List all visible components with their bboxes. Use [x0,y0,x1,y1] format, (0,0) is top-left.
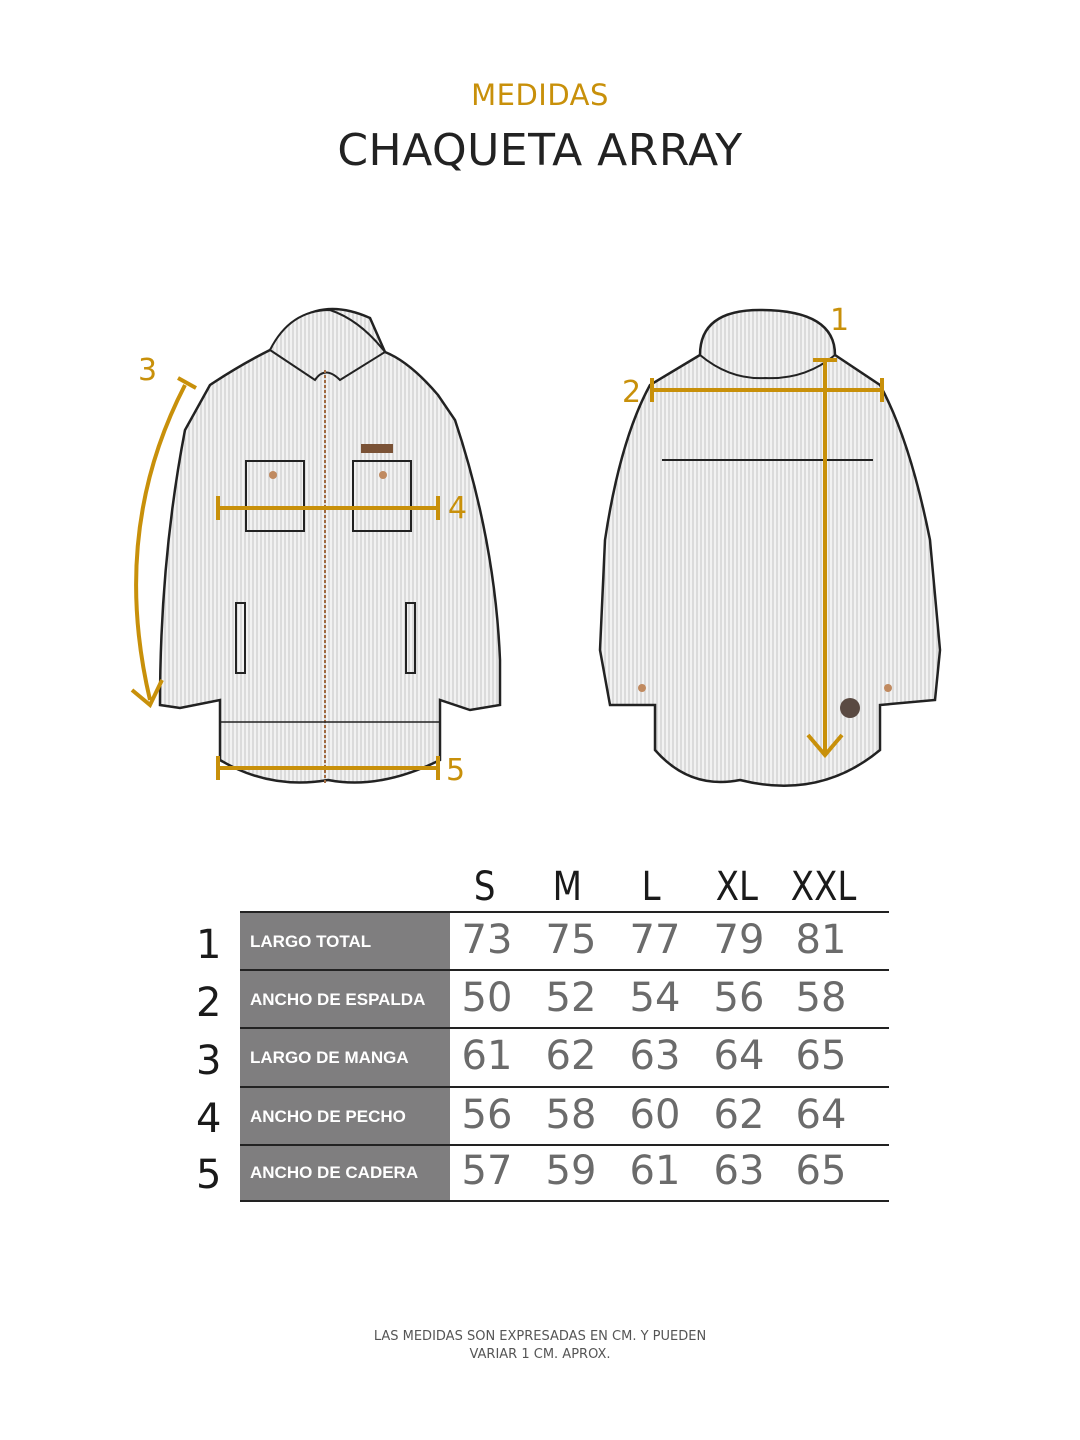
size-header: XL [715,864,758,910]
row-label: LARGO DE MANGA [240,1029,450,1087]
cell-value: 77 [629,917,681,963]
footnote-line-2: VARIAR 1 CM. APROX. [469,1347,611,1362]
cell-value: 61 [629,1148,681,1194]
footnote: LAS MEDIDAS SON EXPRESADAS EN CM. Y PUED… [0,1328,1080,1364]
table-row: ANCHO DE CADERA 57 59 61 63 65 [240,1144,889,1202]
page-title: CHAQUETA ARRAY [337,125,743,176]
row-number: 4 [196,1096,222,1142]
row-number: 5 [196,1152,222,1198]
cell-value: 50 [461,975,513,1021]
size-header: S [473,864,496,910]
row-number: 3 [196,1038,222,1084]
row-label: ANCHO DE CADERA [240,1146,450,1200]
cell-value: 62 [713,1092,765,1138]
cell-value: 60 [629,1092,681,1138]
cell-value: 61 [461,1033,513,1079]
row-label: ANCHO DE PECHO [240,1088,450,1146]
measurement-lines [130,358,884,780]
jacket-front [158,307,502,785]
marker-2: 2 [622,375,641,410]
size-header: M [552,864,582,910]
size-header: L [641,864,661,910]
cell-value: 64 [713,1033,765,1079]
footnote-line-1: LAS MEDIDAS SON EXPRESADAS EN CM. Y PUED… [373,1329,707,1344]
marker-5: 5 [446,753,465,788]
cell-value: 54 [629,975,681,1021]
row-label: ANCHO DE ESPALDA [240,971,450,1029]
cell-value: 63 [713,1148,765,1194]
cell-value: 64 [795,1092,847,1138]
marker-1: 1 [830,303,849,338]
cell-value: 65 [795,1148,847,1194]
row-label: LARGO TOTAL [240,913,450,971]
table-row: LARGO TOTAL 73 75 77 79 81 [240,911,889,971]
cell-value: 57 [461,1148,513,1194]
cell-value: 65 [795,1033,847,1079]
table-row: ANCHO DE ESPALDA 50 52 54 56 58 [240,969,889,1029]
marker-3: 3 [138,353,157,388]
jacket-diagram: 3 4 5 2 1 [130,303,942,788]
jacket-back [598,308,942,787]
cell-value: 81 [795,917,847,963]
cell-value: 79 [713,917,765,963]
table-row: ANCHO DE PECHO 56 58 60 62 64 [240,1086,889,1146]
cell-value: 58 [545,1092,597,1138]
cell-value: 75 [545,917,597,963]
cell-value: 59 [545,1148,597,1194]
page-subtitle: MEDIDAS [471,78,609,112]
row-number: 2 [196,980,222,1026]
marker-4: 4 [448,491,467,526]
cell-value: 63 [629,1033,681,1079]
cell-value: 52 [545,975,597,1021]
cell-value: 58 [795,975,847,1021]
cell-value: 56 [713,975,765,1021]
cell-value: 73 [461,917,513,963]
cell-value: 56 [461,1092,513,1138]
table-row: LARGO DE MANGA 61 62 63 64 65 [240,1027,889,1087]
row-number: 1 [196,922,222,968]
size-header: XXL [790,864,857,910]
cell-value: 62 [545,1033,597,1079]
